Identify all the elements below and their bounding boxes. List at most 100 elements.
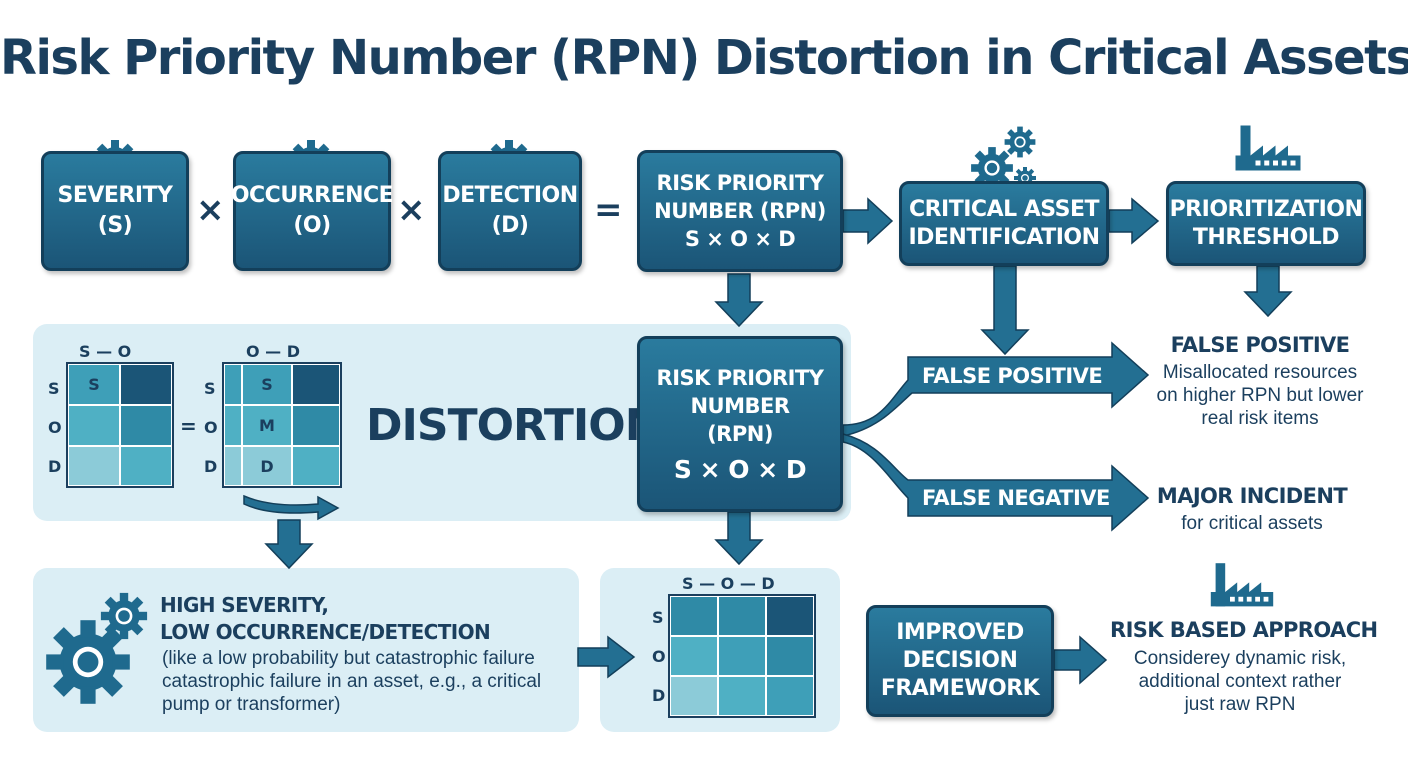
false-positive-text-line: on higher RPN but lower — [1156, 385, 1364, 406]
bottom-matrix-cell — [670, 636, 718, 676]
false-positive-arrow — [842, 341, 1150, 437]
occurrence-box: OCCURRENCE (O) — [230, 151, 394, 271]
rpn-top-line1: RISK PRIORITY — [656, 171, 824, 195]
false-positive-text-line: real risk items — [1201, 408, 1319, 429]
high-severity-heading: HIGH SEVERITY, LOW OCCURRENCE/DETECTION — [160, 592, 491, 646]
gear-icon — [1004, 126, 1036, 158]
false-negative-arrow-label: FALSE NEGATIVE — [922, 486, 1110, 510]
risk-based-text: Considerey dynamic risk, additional cont… — [1118, 647, 1362, 716]
false-negative-arrow — [842, 433, 1150, 532]
improved-framework-box: IMPROVED DECISION FRAMEWORK — [866, 605, 1054, 717]
prioritization-box: PRIORITIZATION THRESHOLD — [1166, 181, 1366, 266]
bottom-matrix — [668, 594, 816, 718]
detection-symbol: (D) — [491, 213, 529, 238]
matrix-left-cell — [120, 405, 172, 446]
equals-symbol: = — [594, 190, 623, 230]
arrow-threshold-down — [1243, 265, 1293, 318]
high-severity-heading-line1: HIGH SEVERITY, — [160, 593, 329, 617]
high-severity-text-line: pump or transformer) — [162, 694, 341, 715]
improved-line1: IMPROVED — [896, 620, 1024, 645]
bottom-matrix-row-d: D — [652, 686, 666, 705]
times-symbol: × — [196, 190, 225, 230]
bottom-matrix-col-header: S — O — D — [682, 574, 775, 593]
severity-symbol: (S) — [97, 213, 133, 238]
major-incident-text: for critical assets — [1181, 513, 1323, 534]
severity-label: SEVERITY — [57, 183, 174, 208]
matrix-left: S — [66, 362, 174, 488]
severity-box: SEVERITY (S) — [41, 151, 189, 271]
matrix-left-cell: S — [68, 364, 120, 405]
high-severity-heading-line2: LOW OCCURRENCE/DETECTION — [160, 620, 491, 644]
matrix-left-row-s: S — [48, 379, 60, 398]
bottom-matrix-cell — [766, 596, 814, 636]
matrix-right-row-s: S — [204, 379, 216, 398]
matrix-right-cell: S — [242, 364, 292, 405]
high-severity-text-line: (like a low probability but catastrophic… — [162, 648, 535, 669]
page-title: Risk Priority Number (RPN) Distortion in… — [0, 30, 1408, 86]
risk-based-text-line: just raw RPN — [1184, 694, 1296, 715]
occurrence-label: OCCURRENCE — [230, 183, 394, 208]
improved-line2: DECISION — [902, 648, 1018, 673]
arrow-rpn-to-critical — [842, 197, 894, 245]
matrix-left-cell — [120, 446, 172, 486]
arrow-rpn-center-down — [714, 511, 764, 566]
times-symbol: × — [397, 190, 426, 230]
matrix-right-row-o: O — [204, 418, 218, 437]
arrow-critical-down — [980, 265, 1030, 356]
critical-asset-line2: IDENTIFICATION — [908, 224, 1100, 250]
matrix-left-cell — [120, 364, 172, 405]
matrix-right-cell — [292, 446, 340, 486]
bottom-matrix-cell — [670, 676, 718, 716]
false-positive-text-line: Misallocated resources — [1162, 362, 1358, 383]
matrix-left-row-o: O — [48, 418, 62, 437]
arrow-rpn-down — [714, 273, 764, 328]
bottom-matrix-cell — [670, 596, 718, 636]
matrix-left-col-header: S — O — [79, 342, 132, 361]
risk-based-text-line: Considerey dynamic risk, — [1133, 648, 1347, 669]
factory-icon — [1210, 563, 1274, 607]
matrix-right-cell: M — [242, 405, 292, 446]
arrow-distortion-down — [264, 519, 314, 570]
rpn-box-top: RISK PRIORITY NUMBER (RPN) S × O × D — [637, 150, 843, 272]
bottom-matrix-cell — [718, 636, 766, 676]
matrix-right-cell — [292, 364, 340, 405]
arrow-critical-to-threshold — [1108, 197, 1160, 245]
high-severity-text-line: catastrophic failure in an asset, e.g., … — [162, 671, 542, 692]
false-positive-arrow-label: FALSE POSITIVE — [922, 364, 1103, 388]
critical-asset-line1: CRITICAL ASSET — [908, 196, 1100, 222]
matrix-right-cell — [224, 405, 242, 446]
matrix-left-cell — [68, 405, 120, 446]
occurrence-symbol: (O) — [293, 213, 331, 238]
matrix-right-cell: D — [242, 446, 292, 486]
prioritization-line1: PRIORITIZATION — [1169, 196, 1363, 222]
gear-icon — [100, 592, 148, 640]
rpn-top-line2: NUMBER (RPN) — [654, 199, 826, 223]
false-positive-text: Misallocated resources on higher RPN but… — [1144, 361, 1376, 430]
arrow-shift — [243, 494, 340, 521]
high-severity-text: (like a low probability but catastrophic… — [162, 647, 541, 716]
bottom-matrix-cell — [766, 636, 814, 676]
risk-based-text-line: additional context rather — [1138, 671, 1342, 692]
bottom-matrix-cell — [718, 676, 766, 716]
matrix-right-cell — [224, 364, 242, 405]
gear-icon — [46, 620, 130, 704]
rpn-center-line3: (RPN) — [707, 422, 773, 446]
matrix-right-row-d: D — [204, 457, 218, 476]
matrix-equals: = — [180, 414, 197, 438]
critical-asset-box: CRITICAL ASSET IDENTIFICATION — [899, 181, 1109, 266]
matrix-left-row-d: D — [48, 457, 62, 476]
rpn-center-formula: S × O × D — [673, 455, 807, 484]
rpn-center-line2: NUMBER — [690, 394, 790, 418]
matrix-right: S M D — [222, 362, 342, 488]
distortion-label: DISTORTION — [366, 400, 662, 451]
improved-line3: FRAMEWORK — [880, 676, 1040, 701]
branch-arrows — [842, 341, 1150, 532]
bottom-matrix-cell — [718, 596, 766, 636]
detection-label: DETECTION — [442, 183, 578, 208]
detection-box: DETECTION (D) — [438, 151, 582, 271]
false-positive-heading: FALSE POSITIVE — [1170, 333, 1350, 357]
bottom-matrix-row-o: O — [652, 647, 666, 666]
bottom-matrix-row-s: S — [652, 608, 664, 627]
high-severity-panel — [33, 568, 579, 732]
rpn-top-formula: S × O × D — [684, 227, 796, 251]
